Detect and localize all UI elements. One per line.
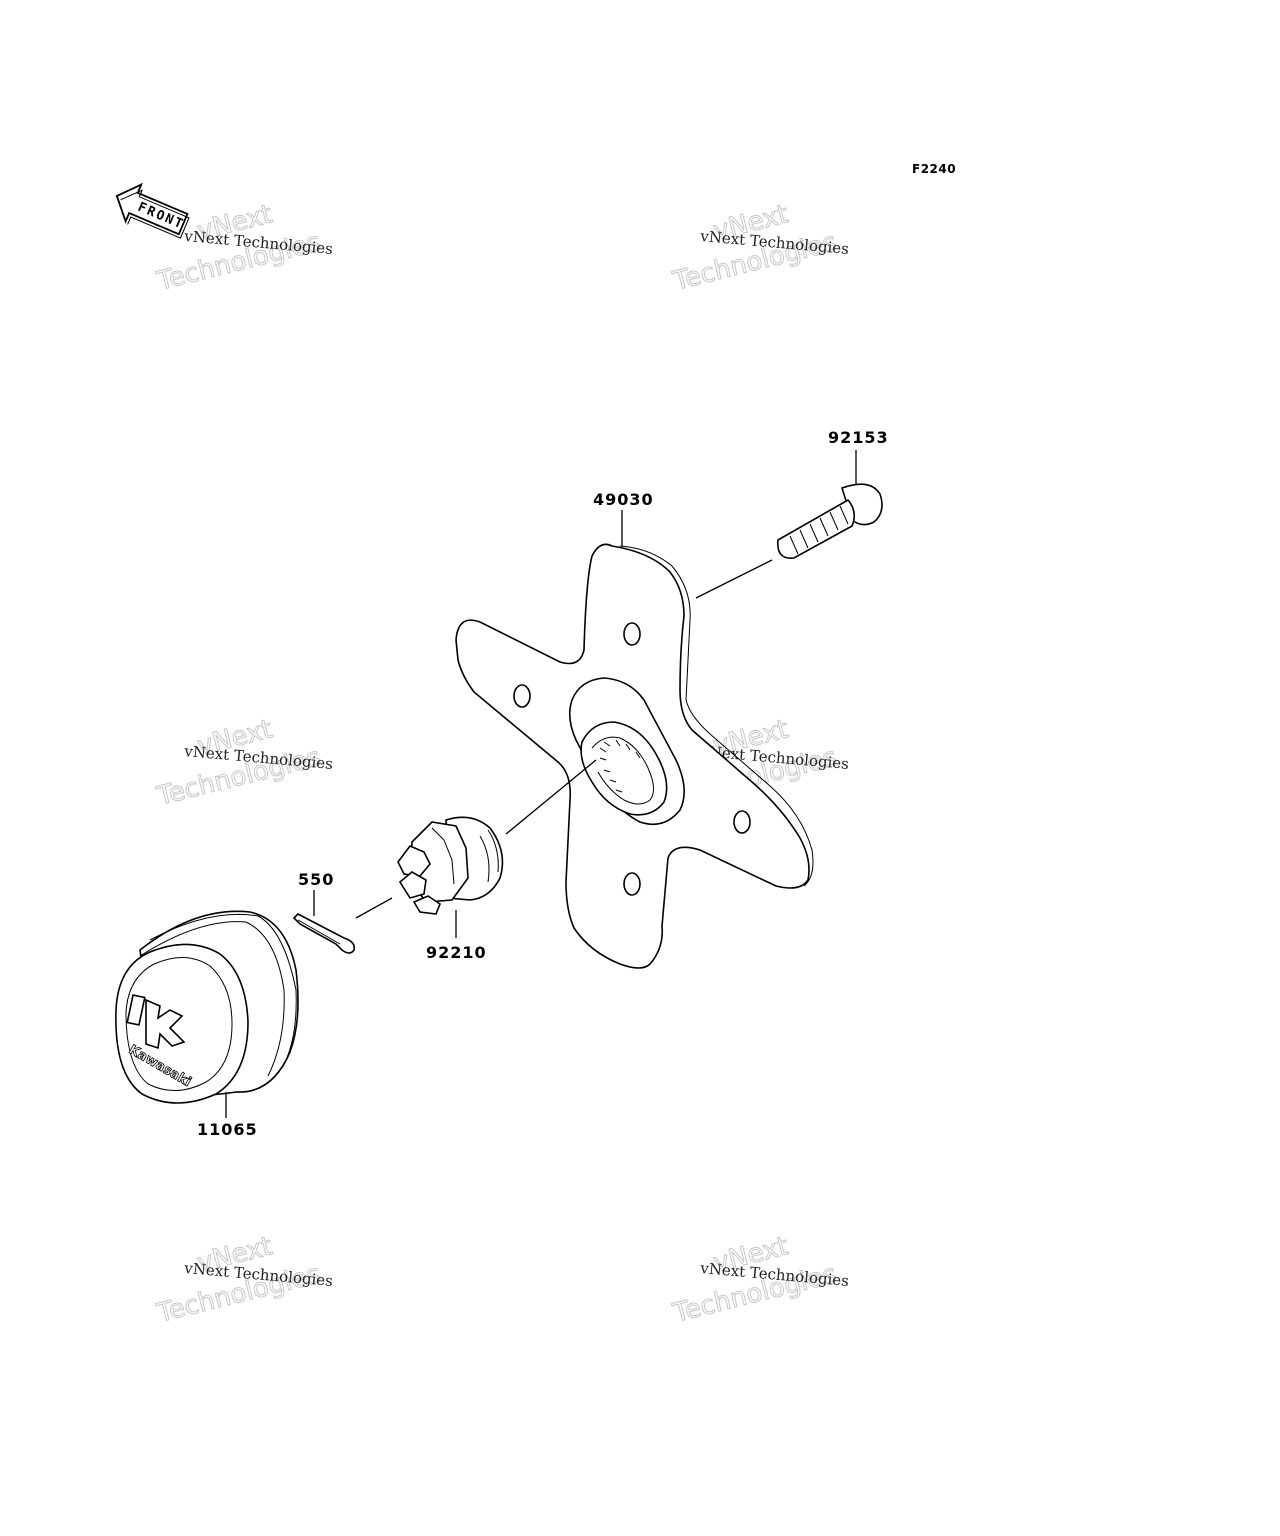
bolt-92153: 92153 — [695, 428, 889, 599]
watermark-middle-left: vNext Technologies vNext Technologies — [153, 714, 334, 813]
hub-cap-11065: Kawasaki 11065 — [115, 910, 299, 1139]
label-550: 550 — [298, 870, 334, 889]
cotter-pin-550: 550 — [292, 870, 356, 954]
label-49030: 49030 — [593, 490, 654, 509]
watermark-top-right: vNext Technologies vNext Technologies — [669, 199, 850, 298]
watermark-bottom-right: vNext Technologies vNext Technologies — [669, 1231, 850, 1330]
label-11065: 11065 — [197, 1120, 258, 1139]
hub-plate-49030: 49030 — [455, 490, 814, 969]
front-arrow-icon: FRONT — [115, 182, 190, 239]
label-92153: 92153 — [828, 428, 889, 447]
castle-nut-92210: 92210 — [355, 816, 504, 962]
figure-code: F2240 — [912, 162, 956, 176]
watermark-bottom-left: vNext Technologies vNext Technologies — [153, 1231, 334, 1330]
label-92210: 92210 — [426, 943, 487, 962]
